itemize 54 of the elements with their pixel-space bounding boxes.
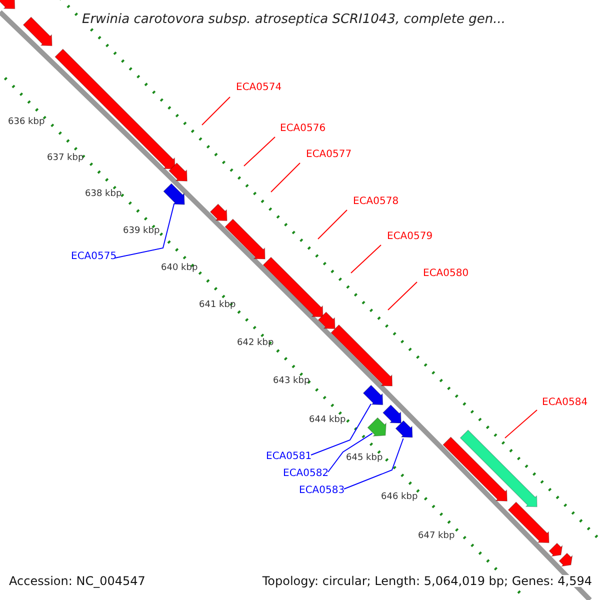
leader-line <box>202 96 230 126</box>
gene-feature <box>22 16 52 46</box>
gene-feature <box>367 417 386 436</box>
leader-line <box>388 282 418 310</box>
gene-feature <box>224 218 266 260</box>
gene-feature <box>262 256 324 318</box>
scale-label: 637 kbp <box>47 154 84 163</box>
gene-feature <box>442 436 508 502</box>
leader-line <box>310 403 372 456</box>
gene-label: ECA0581 <box>266 452 312 462</box>
accession-text: Accession: NC_004547 <box>9 575 146 587</box>
gene-feature <box>558 552 573 567</box>
gene-feature <box>362 384 384 406</box>
gene-feature <box>330 324 393 386</box>
gene-feature <box>395 420 413 438</box>
leader-line <box>350 244 382 274</box>
gene-feature <box>548 542 563 557</box>
scale-label: 640 kbp <box>161 264 198 273</box>
gene-label: ECA0580 <box>423 269 469 279</box>
gene-feature <box>168 162 188 182</box>
scale-label: 636 kbp <box>8 118 45 127</box>
scale-label: 646 kbp <box>381 493 418 502</box>
leader-line <box>244 136 276 166</box>
gene-feature <box>508 502 550 544</box>
leader-line <box>328 432 373 472</box>
gene-label: ECA0583 <box>299 486 345 496</box>
leader-line <box>114 203 175 258</box>
leader-line <box>344 438 404 490</box>
gene-feature <box>460 430 538 508</box>
gene-label: ECA0579 <box>387 232 433 242</box>
gene-feature <box>382 404 402 424</box>
gene-feature <box>210 204 228 222</box>
scale-label: 639 kbp <box>123 227 160 236</box>
gene-label: ECA0582 <box>283 469 329 479</box>
scale-label: 644 kbp <box>309 416 346 425</box>
leader-line <box>504 410 538 438</box>
scale-label: 638 kbp <box>85 190 122 199</box>
gene-label: ECA0574 <box>236 83 282 93</box>
leader-line <box>270 162 300 192</box>
scale-label: 645 kbp <box>346 454 383 463</box>
gene-label: ECA0584 <box>542 398 588 408</box>
gene-feature <box>0 0 16 10</box>
gene-feature <box>318 312 336 330</box>
gene-label: ECA0578 <box>353 197 399 207</box>
gene-label: ECA0575 <box>71 252 117 262</box>
gene-feature <box>163 183 185 205</box>
scale-label: 641 kbp <box>199 301 236 310</box>
leader-line <box>318 210 348 240</box>
scale-label: 643 kbp <box>273 377 310 386</box>
genome-info-text: Topology: circular; Length: 5,064,019 bp; Genes: 4,594 <box>262 575 592 587</box>
scale-label: 642 kbp <box>237 339 274 348</box>
gene-label: ECA0576 <box>280 124 326 134</box>
gene-label: ECA0577 <box>306 150 352 160</box>
scale-label: 647 kbp <box>418 532 455 541</box>
